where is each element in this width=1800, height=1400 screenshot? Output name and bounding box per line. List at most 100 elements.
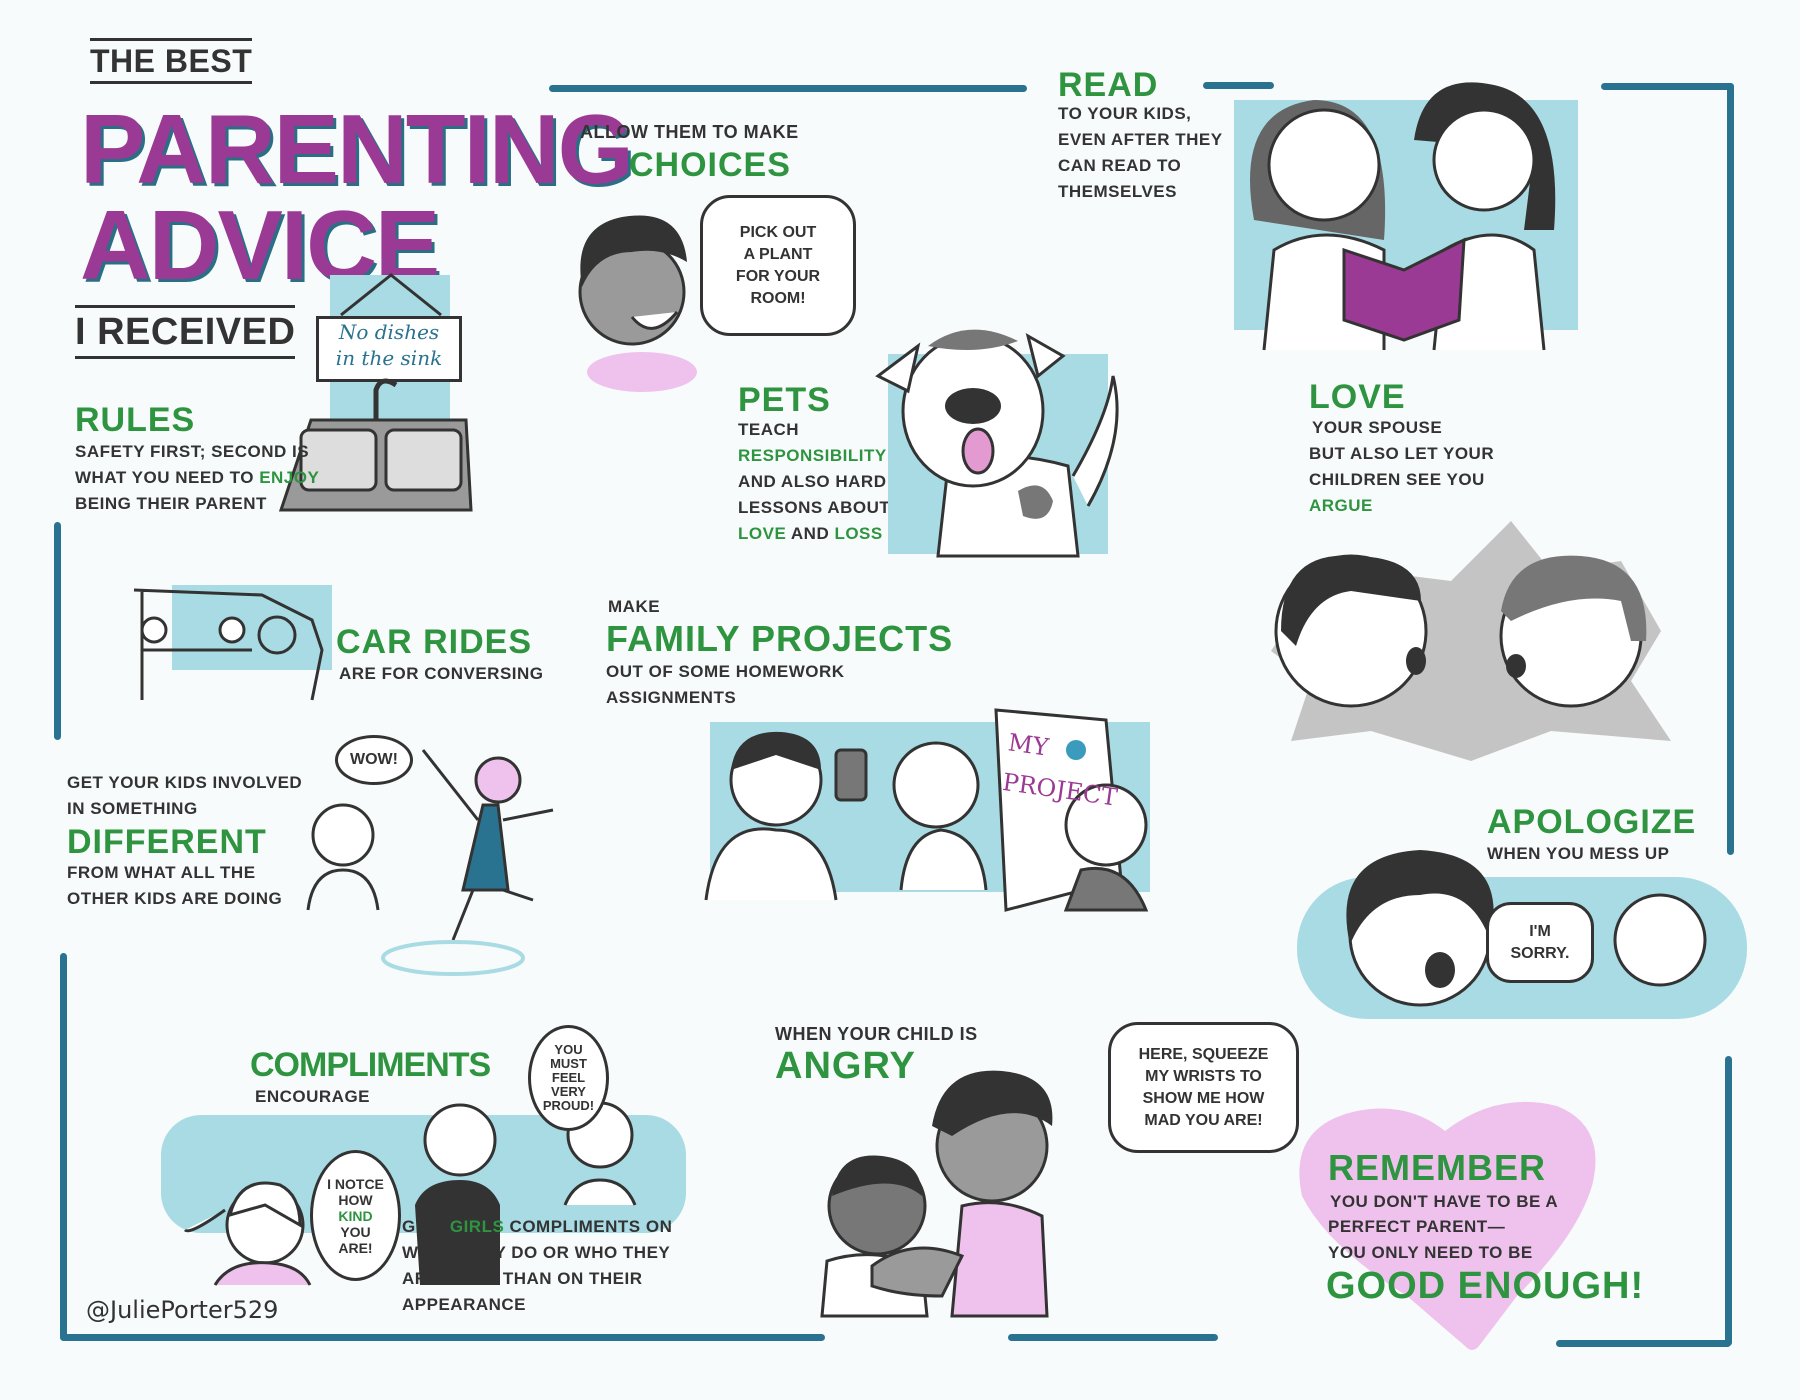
child-face-illustration bbox=[578, 215, 697, 392]
bubble-text: WOW! bbox=[350, 751, 398, 768]
compliments-give-line: WHAT THEY DO OR WHO THEY bbox=[402, 1243, 671, 1262]
pets-line-1: TEACH bbox=[738, 420, 800, 439]
pets-responsibility: RESPONSIBILITY bbox=[738, 446, 887, 465]
apologize-sub: WHEN YOU MESS UP bbox=[1487, 844, 1670, 863]
arguing-couple-illustration bbox=[1271, 521, 1671, 761]
pets-loss: LOSS bbox=[834, 524, 883, 543]
compliments-give-line: GIVE GIRLS COMPLIMENTS ON bbox=[402, 1214, 672, 1240]
angry-heading: ANGRY bbox=[775, 1045, 916, 1087]
border-top-middle bbox=[549, 85, 1027, 92]
angry-pre: WHEN YOUR CHILD IS bbox=[775, 1024, 978, 1044]
wow-speech-bubble: WOW! bbox=[335, 735, 413, 785]
sign-line-2: in the sink bbox=[335, 346, 443, 370]
border-right-top bbox=[1727, 83, 1734, 855]
different-line-3: FROM WHAT ALL THE bbox=[67, 863, 256, 882]
compliments-line: ENCOURAGE bbox=[255, 1087, 371, 1106]
bubble-text: A PLANT bbox=[743, 245, 813, 263]
bubble-text: VERY bbox=[551, 1084, 586, 1099]
bubble-text: ARE! bbox=[338, 1239, 373, 1256]
remember-line: PERFECT PARENT— bbox=[1328, 1217, 1506, 1236]
give-text: COMPLIMENTS ON bbox=[504, 1217, 673, 1236]
choices-heading: CHOICES bbox=[629, 146, 791, 184]
title-line-1: PARENTING bbox=[80, 94, 634, 204]
bubble-text: MUST bbox=[550, 1056, 587, 1071]
rules-line-2-text: WHAT YOU NEED TO bbox=[75, 468, 260, 487]
rules-line-1: SAFETY FIRST; SECOND IS bbox=[75, 442, 310, 461]
love-line: BUT ALSO LET YOUR bbox=[1309, 444, 1495, 463]
border-top-right bbox=[1601, 83, 1734, 90]
compliments-illustration bbox=[183, 1101, 637, 1286]
bubble-text: I'M bbox=[1529, 922, 1551, 940]
read-line: CAN READ TO bbox=[1058, 156, 1182, 175]
car-rides-heading: CAR RIDES bbox=[336, 623, 533, 661]
border-bottom-right bbox=[1556, 1340, 1731, 1347]
family-heading: FAMILY PROJECTS bbox=[606, 618, 954, 659]
bubble-text: SHOW ME HOW bbox=[1142, 1089, 1265, 1107]
bubble-text: SORRY. bbox=[1510, 944, 1570, 962]
give-girls: GIRLS bbox=[449, 1217, 505, 1236]
love-line: CHILDREN SEE YOU bbox=[1309, 470, 1485, 489]
pets-heading: PETS bbox=[738, 381, 831, 419]
border-top-read bbox=[1203, 82, 1274, 89]
pets-line-4: LESSONS ABOUT bbox=[738, 498, 891, 517]
pets-and: AND bbox=[786, 524, 835, 543]
heart-shape bbox=[1299, 1101, 1596, 1350]
read-heading: READ bbox=[1058, 66, 1159, 104]
border-bottom-left bbox=[60, 1334, 825, 1341]
compliments-give-line: ARE MORE THAN ON THEIR bbox=[402, 1269, 643, 1288]
choices-speech-bubble: PICK OUT A PLANT FOR YOUR ROOM! bbox=[700, 195, 856, 336]
kind-speech-bubble: I NOTCE HOW KIND YOU ARE! bbox=[310, 1150, 401, 1281]
remember-heading: REMEMBER bbox=[1328, 1147, 1547, 1188]
compliments-heading: COMPLIMENTS bbox=[250, 1046, 491, 1084]
remember-line: YOU ONLY NEED TO BE bbox=[1328, 1243, 1533, 1262]
rules-enjoy: ENJOY bbox=[259, 468, 320, 487]
apologize-heading: APOLOGIZE bbox=[1487, 803, 1697, 841]
dog-illustration bbox=[875, 329, 1119, 558]
bubble-text: FOR YOUR bbox=[735, 267, 821, 285]
pets-love: LOVE bbox=[738, 524, 787, 543]
read-line: EVEN AFTER THEY bbox=[1058, 130, 1223, 149]
bubble-kind: KIND bbox=[338, 1207, 373, 1224]
family-project-illustration bbox=[704, 708, 1149, 912]
border-left-bottom bbox=[60, 953, 67, 1340]
bubble-text: PICK OUT bbox=[739, 223, 817, 241]
love-line: YOUR SPOUSE bbox=[1312, 418, 1443, 437]
sink-icon bbox=[278, 273, 473, 512]
sorry-speech-bubble: I'M SORRY. bbox=[1486, 902, 1594, 983]
give-text: GIVE bbox=[402, 1217, 450, 1236]
different-line-4: OTHER KIDS ARE DOING bbox=[67, 889, 283, 908]
border-right-bottom bbox=[1725, 1056, 1732, 1346]
love-heading: LOVE bbox=[1309, 378, 1406, 416]
pre-title: THE BEST bbox=[90, 38, 253, 84]
family-line: OUT OF SOME HOMEWORK bbox=[606, 662, 845, 681]
read-line: THEMSELVES bbox=[1058, 182, 1177, 201]
ice-skater-illustration bbox=[306, 749, 554, 976]
pets-line-3: AND ALSO HARD bbox=[738, 472, 887, 491]
family-line: ASSIGNMENTS bbox=[606, 688, 737, 707]
angry-child-illustration bbox=[820, 1070, 1053, 1318]
read-line: TO YOUR KIDS, bbox=[1058, 104, 1192, 123]
bubble-text: MY WRISTS TO bbox=[1145, 1067, 1262, 1085]
post-title: I RECEIVED bbox=[75, 305, 296, 359]
proud-speech-bubble: YOU MUST FEEL VERY PROUD! bbox=[528, 1025, 609, 1131]
car-illustration bbox=[133, 585, 332, 701]
good-enough: GOOD ENOUGH! bbox=[1326, 1265, 1645, 1307]
different-heading: DIFFERENT bbox=[67, 823, 267, 861]
love-argue: ARGUE bbox=[1309, 496, 1373, 515]
remember-line: YOU DON'T HAVE TO BE A bbox=[1330, 1192, 1559, 1211]
compliments-give-line: APPEARANCE bbox=[402, 1295, 527, 1314]
border-left-middle bbox=[54, 522, 61, 740]
apologize-illustration bbox=[1346, 850, 1707, 1007]
family-pre: MAKE bbox=[608, 597, 661, 616]
bubble-text: FEEL bbox=[551, 1070, 586, 1085]
pets-line-5: LOVE AND LOSS bbox=[738, 521, 883, 547]
border-bottom-middle bbox=[1008, 1334, 1218, 1341]
bubble-text: I NOTCE bbox=[327, 1175, 384, 1192]
bubble-text: YOU bbox=[554, 1042, 583, 1057]
reading-parent-child-illustration bbox=[1234, 82, 1578, 351]
car-rides-sub: ARE FOR CONVERSING bbox=[339, 664, 544, 683]
squeeze-speech-bubble: HERE, SQUEEZE MY WRISTS TO SHOW ME HOW M… bbox=[1108, 1022, 1299, 1153]
poster-text: MY PROJECT bbox=[1000, 722, 1125, 817]
rules-heading: RULES bbox=[75, 401, 196, 439]
no-dishes-sign: No dishes in the sink bbox=[316, 316, 462, 382]
